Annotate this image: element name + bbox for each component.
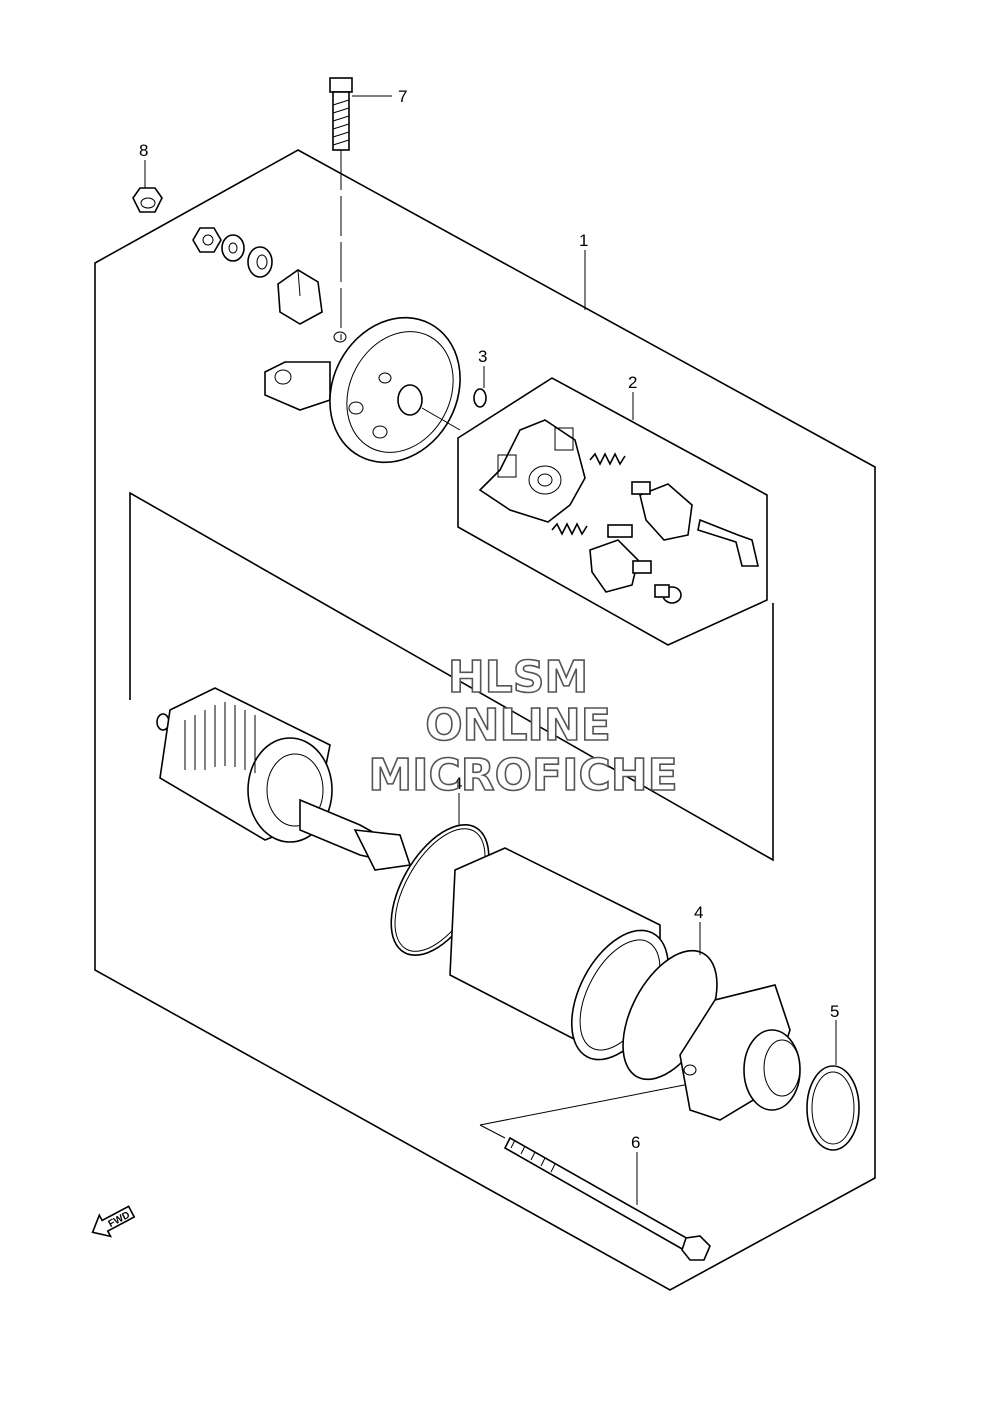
armature-bracket-lines [129,491,774,862]
o-ring-part-5-inner [811,1071,855,1145]
yoke-motor-case [449,847,670,1061]
fwd-arrow-icon: FWD [91,1205,136,1238]
brush-holder-plate [478,419,586,523]
through-bolt-guide-line [479,1077,721,1126]
callout-leader-lines [144,95,837,1205]
assembly-outline-box [94,149,876,1291]
callout-7: 7 [398,87,407,106]
brush-terminals [589,481,760,604]
watermark-line-3: MICROFICHE [368,750,677,801]
nut-part-8 [132,187,163,213]
washer-stack [192,227,323,325]
callout-8: 8 [139,141,148,160]
callout-1: 1 [579,231,588,250]
watermark-line-2: ONLINE [425,700,611,751]
bolt-part-7 [329,77,353,340]
o-ring-part-3 [473,388,487,408]
watermark-line-1: HLSM [448,652,588,703]
callout-5: 5 [830,1002,839,1021]
fwd-label: FWD [107,1210,132,1230]
o-ring-part-5 [806,1065,860,1151]
brush-springs [551,452,626,536]
through-bolt-part-6 [503,1136,711,1261]
callout-6: 6 [631,1133,640,1152]
armature [156,687,412,871]
through-bolt-guide-line-2 [479,1124,506,1139]
callout-3: 3 [478,347,487,366]
front-housing [679,984,801,1121]
brush-holder-outline-box [457,377,768,646]
callout-4-left: 4 [453,774,462,793]
end-cover-housing [264,316,461,464]
callout-2: 2 [628,373,637,392]
callout-4-right: 4 [694,903,703,922]
